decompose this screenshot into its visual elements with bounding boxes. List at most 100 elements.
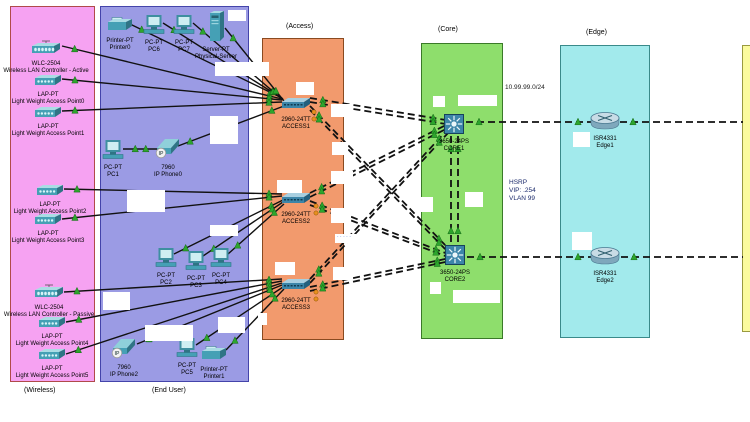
tiny-link-note: · · · · · (335, 234, 356, 243)
device-label: WLC-2504 (34, 305, 64, 311)
device-label: Printer0 (109, 45, 131, 51)
device-label: Light Weight Access Point2 (13, 209, 87, 215)
device-label: WLC-2504 (31, 61, 61, 67)
device-label: LAP-PT (39, 202, 61, 208)
link-status-up-icon (199, 27, 207, 35)
link-status-up-icon (319, 99, 327, 108)
device-label: ACCESS3 (282, 305, 311, 311)
link-status-up-icon (630, 252, 638, 261)
ap-icon[interactable] (33, 106, 63, 124)
link-status-up-icon (435, 238, 443, 246)
fiber-link[interactable] (309, 132, 449, 284)
copper-link[interactable] (65, 280, 283, 323)
fiber-link[interactable] (309, 109, 449, 253)
device-label: Printer-PT (200, 367, 228, 373)
wlc-icon[interactable] (29, 40, 63, 61)
zone-internet (742, 45, 750, 332)
device-label: Server-PT (202, 47, 230, 53)
copper-link[interactable] (65, 282, 283, 355)
device-label: PC1 (107, 172, 119, 178)
device-label: PC7 (178, 47, 190, 53)
copper-link[interactable] (195, 286, 284, 346)
link-status-up-icon (268, 289, 276, 298)
device-label: 7960 (117, 365, 131, 371)
wlc-icon[interactable] (32, 284, 66, 305)
fiber-link[interactable] (309, 128, 447, 198)
device-label: Light Weight Access Point4 (15, 341, 89, 347)
device-label: LAP-PT (37, 124, 59, 130)
router-icon[interactable] (589, 246, 621, 271)
zone-caption: (End User) (152, 387, 186, 394)
link-status-up-icon (433, 259, 441, 267)
blank-label-box (210, 116, 238, 144)
fiber-link[interactable] (309, 97, 447, 121)
fiber-link[interactable] (309, 257, 451, 288)
pc-icon[interactable] (176, 337, 198, 363)
copper-link[interactable] (61, 45, 283, 100)
link-status-up-icon (71, 44, 79, 53)
sw2960-icon[interactable] (280, 190, 312, 212)
sw2960-icon[interactable] (280, 95, 312, 117)
copper-link[interactable] (63, 278, 283, 293)
blank-label-box (228, 10, 246, 21)
link-status-amber-icon (313, 296, 319, 302)
link-status-up-icon (71, 213, 79, 221)
copper-link[interactable] (61, 195, 283, 220)
link-status-up-icon (574, 117, 582, 126)
ap-icon[interactable] (37, 348, 67, 366)
copper-link[interactable] (162, 22, 284, 100)
link-status-up-icon (186, 137, 194, 145)
device-label: Wireless LAN Controller - Passive (3, 312, 95, 318)
pc-icon[interactable] (210, 247, 232, 273)
copper-link[interactable] (61, 78, 283, 101)
device-label: PC-PT (212, 273, 230, 279)
ap-icon[interactable] (33, 74, 63, 92)
fiber-link[interactable] (309, 260, 451, 292)
ipphone-icon[interactable]: IP (110, 335, 138, 365)
link-status-up-icon (454, 226, 462, 235)
link-status-up-icon (142, 144, 150, 153)
link-status-up-icon (318, 186, 326, 195)
copper-link[interactable] (61, 101, 283, 112)
ap-icon[interactable] (33, 213, 63, 231)
device-label: PC-PT (187, 276, 205, 282)
pc-icon[interactable] (185, 250, 207, 276)
link-status-up-icon (430, 130, 438, 138)
device-label: IP Phone2 (110, 372, 138, 378)
link-status-amber-icon (313, 210, 319, 216)
blank-label-box (453, 290, 500, 303)
pc-icon[interactable] (155, 247, 177, 273)
device-label: PC3 (190, 283, 202, 289)
ap-icon[interactable] (35, 184, 65, 202)
link-status-up-icon (432, 248, 440, 256)
ipphone-icon[interactable]: IP (154, 135, 182, 165)
link-status-up-icon (73, 286, 81, 295)
fiber-link[interactable] (309, 105, 449, 249)
server-icon[interactable] (206, 10, 226, 47)
fiber-link[interactable] (309, 128, 449, 280)
pc-icon[interactable] (102, 139, 124, 165)
device-label: LAP-PT (37, 231, 59, 237)
copper-link[interactable] (192, 22, 284, 101)
link-status-up-icon (318, 205, 326, 213)
link-status-up-icon (629, 117, 637, 126)
printer-icon[interactable] (106, 16, 134, 38)
device-label: ISR4331 (593, 271, 617, 277)
router-icon[interactable] (589, 111, 621, 136)
pc-icon[interactable] (173, 14, 195, 40)
printer-icon[interactable] (200, 345, 228, 367)
pc-icon[interactable] (143, 14, 165, 40)
ap-icon[interactable] (37, 316, 67, 334)
copper-link[interactable] (63, 188, 283, 195)
link-status-up-icon (182, 243, 190, 252)
sw3650-icon[interactable] (444, 114, 464, 139)
sw3650-icon[interactable] (445, 245, 465, 270)
annotation-line: HSRP (509, 179, 528, 186)
link-status-up-icon (231, 336, 239, 344)
link-status-up-icon (71, 106, 79, 114)
blank-label-box (572, 232, 592, 250)
copper-link[interactable] (129, 23, 283, 99)
link-status-up-icon (574, 252, 582, 261)
sw2960-icon[interactable] (280, 276, 312, 298)
